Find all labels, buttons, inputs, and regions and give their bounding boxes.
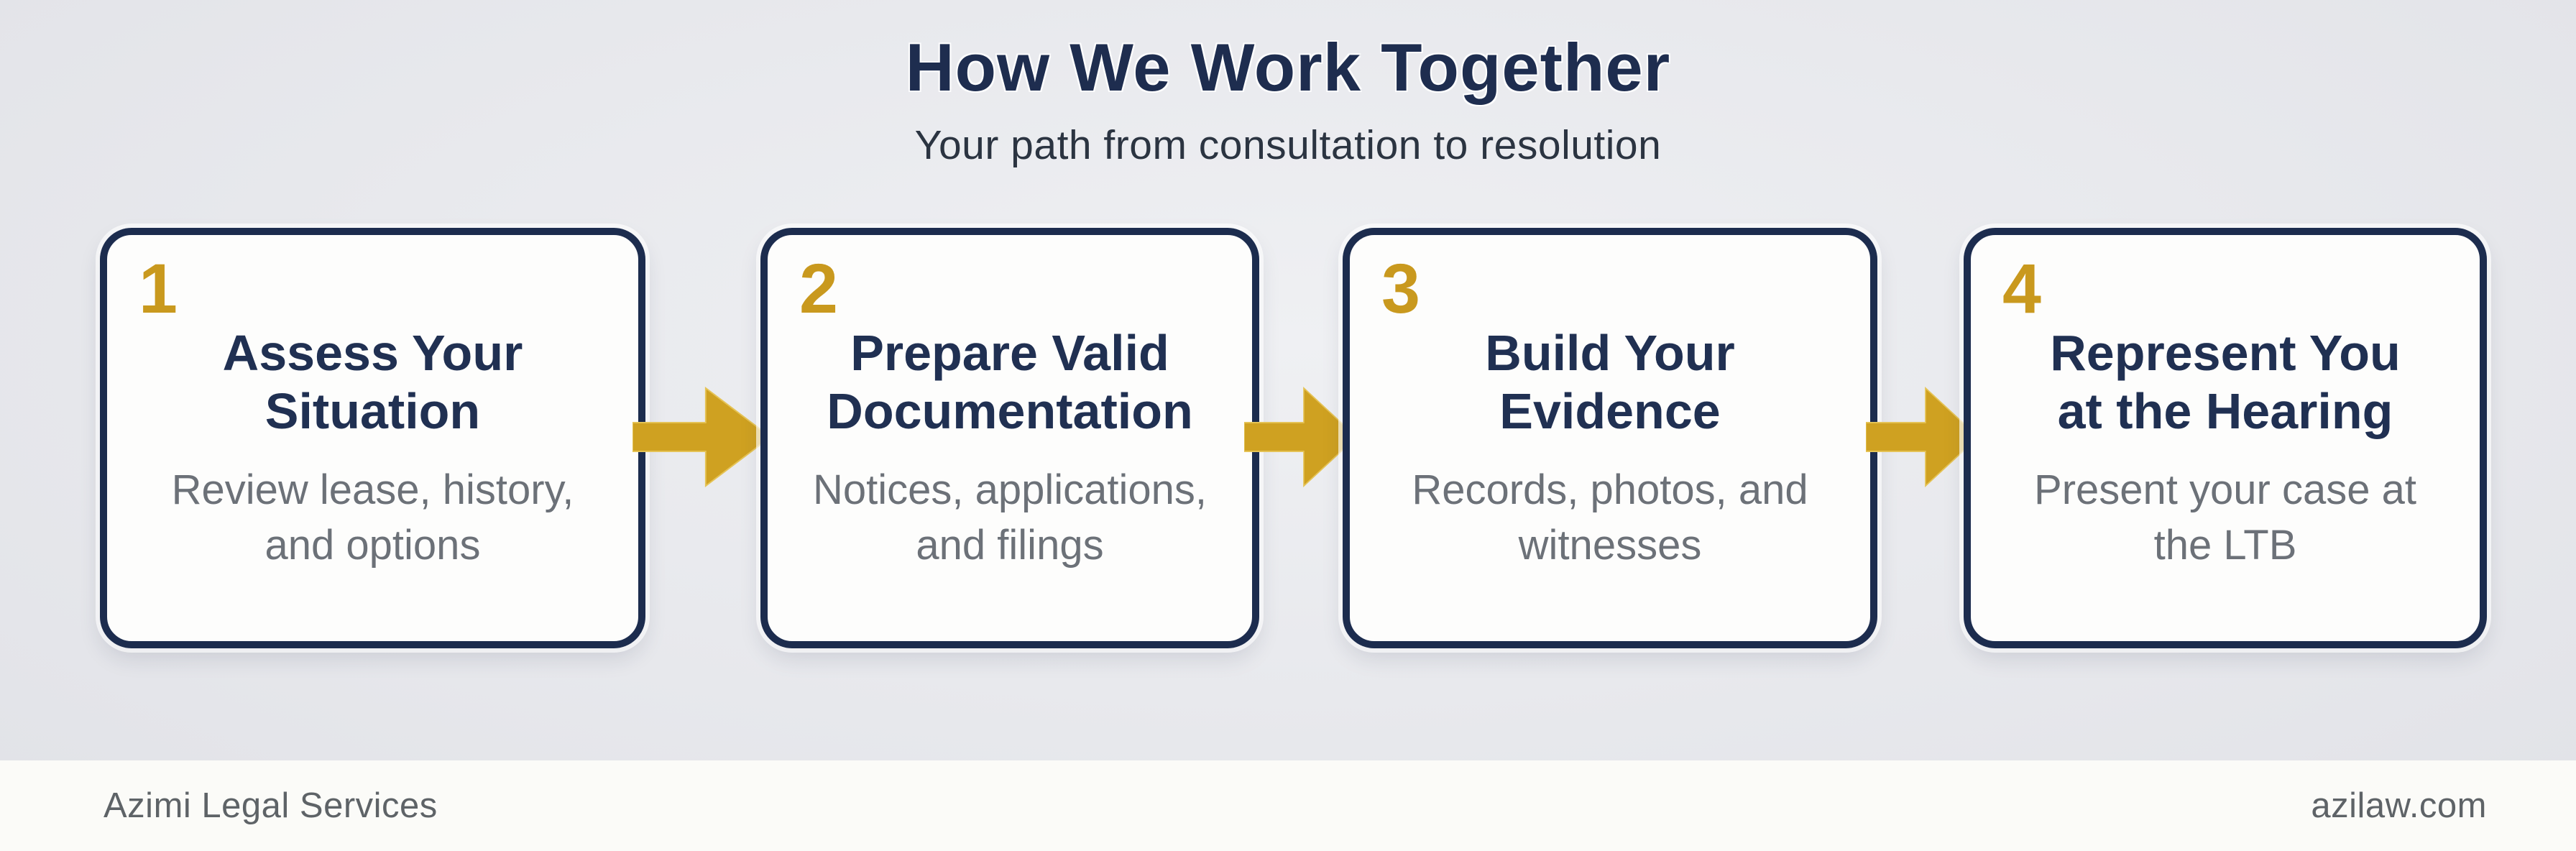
website-url: azilaw.com: [2311, 786, 2487, 825]
flow-arrow-icon: [632, 385, 772, 489]
step-content-2: Prepare Valid Documentation Notices, app…: [768, 235, 1252, 641]
step-number-2: 2: [799, 249, 838, 328]
step-card-4: 4 Represent You at the Hearing Present y…: [1964, 228, 2487, 648]
step-description-4: Present your case at the LTB: [2034, 466, 2416, 569]
step-card-1: 1 Assess Your Situation Review lease, hi…: [100, 228, 645, 648]
step-content-3: Build Your Evidence Records, photos, and…: [1350, 235, 1870, 641]
flow-arrow-icon: [1244, 385, 1358, 489]
step-number-3: 3: [1381, 249, 1420, 328]
step-description-3: Records, photos, and witnesses: [1412, 466, 1808, 569]
step-number-4: 4: [2002, 249, 2041, 328]
step-title-4: Represent You at the Hearing: [2050, 325, 2401, 439]
brand-name: Azimi Legal Services: [104, 786, 438, 825]
step-title-1: Assess Your Situation: [222, 325, 523, 439]
page-subtitle: Your path from consultation to resolutio…: [914, 122, 1662, 169]
step-title-3: Build Your Evidence: [1485, 325, 1735, 439]
step-description-1: Review lease, history, and options: [171, 466, 574, 569]
step-number-1: 1: [139, 249, 178, 328]
footer-bar: Azimi Legal Services azilaw.com: [0, 760, 2576, 851]
step-content-1: Assess Your Situation Review lease, hist…: [107, 235, 638, 641]
step-card-2: 2 Prepare Valid Documentation Notices, a…: [760, 228, 1259, 648]
header: How We Work Together Your path from cons…: [0, 30, 2576, 168]
step-title-2: Prepare Valid Documentation: [827, 325, 1193, 439]
step-card-3: 3 Build Your Evidence Records, photos, a…: [1343, 228, 1877, 648]
flow-arrow-icon: [1866, 385, 1979, 489]
page-title: How We Work Together: [905, 29, 1671, 105]
step-content-4: Represent You at the Hearing Present you…: [1971, 235, 2480, 641]
step-description-2: Notices, applications, and filings: [812, 466, 1208, 569]
